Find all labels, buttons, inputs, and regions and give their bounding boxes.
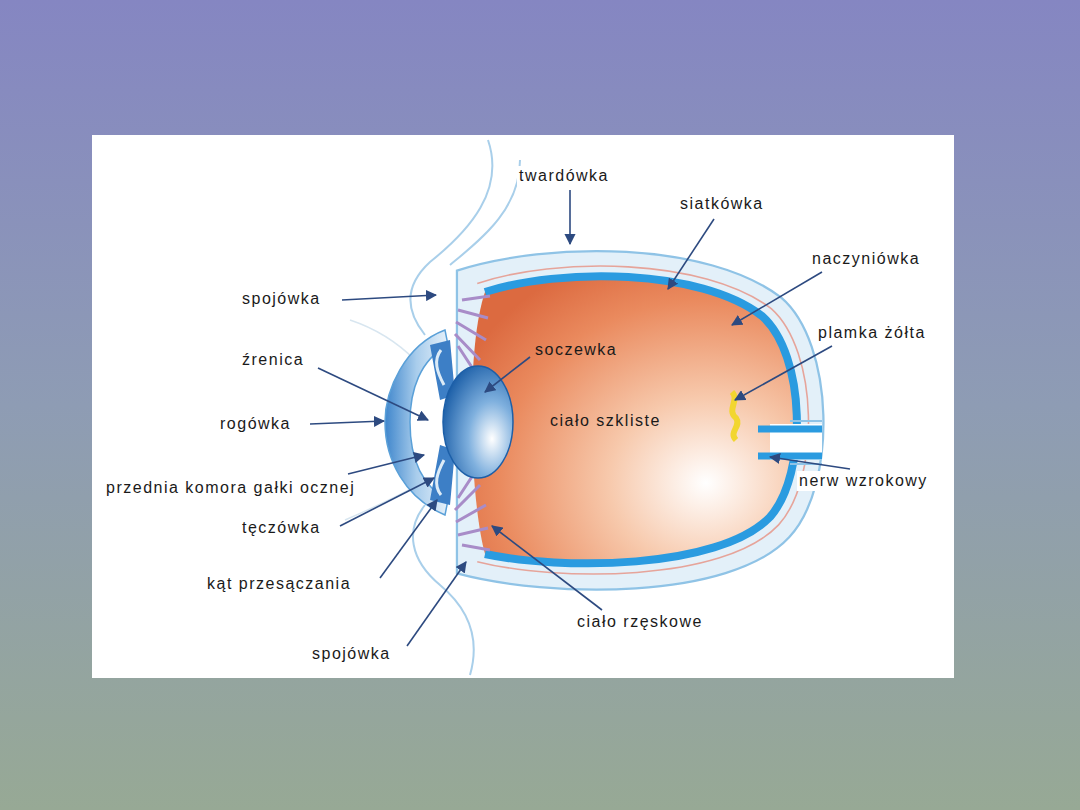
part-label: kąt przesączania <box>205 574 353 594</box>
part-label: źrenica <box>240 350 306 370</box>
leader-line <box>770 457 850 469</box>
part-label: siatkówka <box>678 194 766 214</box>
part-label: soczewka <box>533 340 619 360</box>
leader-line <box>668 219 714 289</box>
leader-line <box>732 272 822 325</box>
part-label: spojówka <box>240 289 323 309</box>
part-label: tęczówka <box>240 518 323 538</box>
eyelid-fold <box>450 160 520 265</box>
leader-line <box>569 190 571 244</box>
vitreous-body <box>472 276 797 563</box>
retina <box>485 276 797 563</box>
part-label: plamka żółta <box>816 323 928 343</box>
leader-line <box>407 562 466 646</box>
optic-nerve-outline <box>790 421 822 464</box>
leader-line <box>342 295 436 300</box>
part-label: spojówka <box>310 644 393 664</box>
optic-nerve-sheath <box>758 429 822 456</box>
part-label: ciało rzęskowe <box>575 612 705 632</box>
leader-line <box>485 357 530 392</box>
part-label: naczyniówka <box>810 249 922 269</box>
part-label: twardówka <box>517 166 611 186</box>
leader-line <box>348 455 424 474</box>
lens <box>443 366 513 478</box>
part-label: rogówka <box>218 414 293 434</box>
part-label: przednia komora gałki ocznej <box>104 478 357 498</box>
leader-line <box>735 346 832 400</box>
leader-line <box>492 526 602 610</box>
leader-line <box>318 368 428 420</box>
leader-line <box>380 500 437 578</box>
part-label: ciało szkliste <box>548 411 663 431</box>
part-label: nerw wzrokowy <box>797 471 930 491</box>
leader-line <box>310 421 384 424</box>
